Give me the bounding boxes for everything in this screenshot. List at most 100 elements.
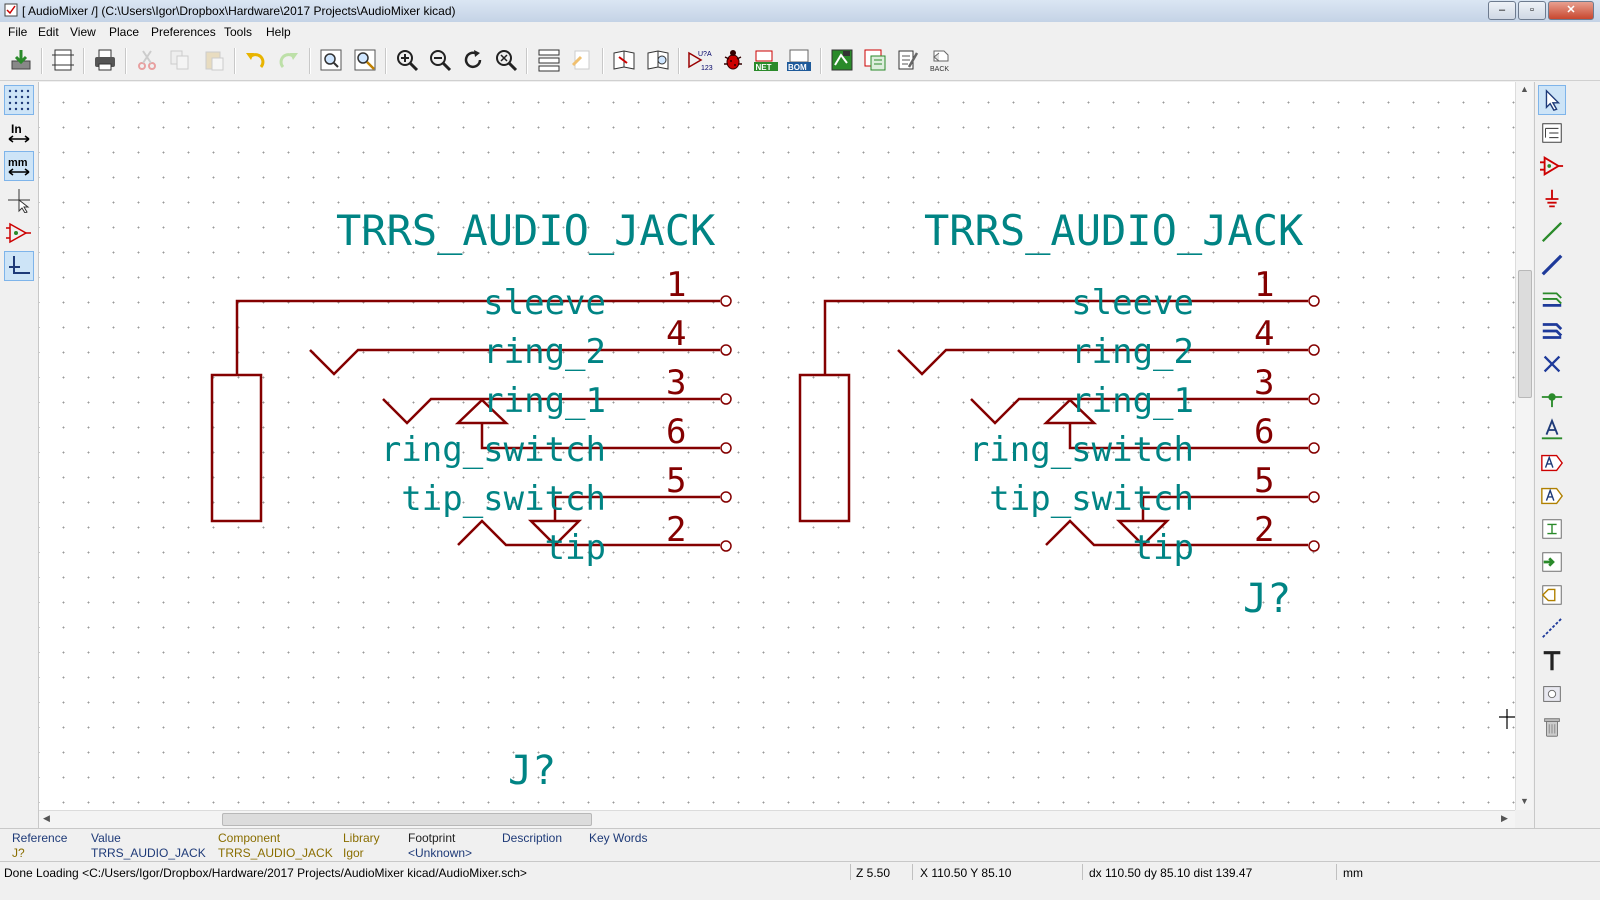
page-settings-icon[interactable] [49,46,77,74]
place-image-icon[interactable] [1538,679,1566,709]
pin-number: 6 [1254,412,1274,452]
place-junction-icon[interactable] [1538,382,1566,412]
place-hierarchical-label-icon[interactable] [1538,481,1566,511]
pin-name: sleeve [1071,283,1194,323]
add-sheet-pin-icon[interactable] [1538,580,1566,610]
pin-number: 4 [1254,314,1274,354]
menu-edit[interactable]: Edit [38,25,59,39]
menu-tools[interactable]: Tools [224,25,253,39]
hierarchy-navigate-icon[interactable] [1538,118,1566,148]
cvpcb-icon[interactable] [828,46,856,74]
status-zoom: Z 5.50 [856,866,891,880]
copy-icon[interactable] [166,46,194,74]
library-browser-icon[interactable] [644,46,672,74]
hidden-pins-icon[interactable] [4,218,34,248]
maximize-button[interactable]: ▫ [1518,1,1546,20]
units-mm-icon[interactable]: mm [4,151,34,181]
import-footprint-icon[interactable] [894,46,922,74]
paste-icon[interactable] [200,46,228,74]
place-component-icon[interactable] [1538,151,1566,181]
vertical-scrollbar[interactable]: ▲ ▼ [1515,82,1533,810]
leave-sheet-icon[interactable] [568,46,596,74]
msg-keywords: Key Words [589,831,648,845]
bottom-edge [0,881,1600,900]
bus-to-bus-entry-icon[interactable] [1538,316,1566,346]
place-hierarchical-sheet-icon[interactable] [1538,514,1566,544]
pin-name: ring_2 [483,332,606,372]
redraw-icon[interactable] [459,46,487,74]
find-replace-icon[interactable] [351,46,379,74]
place-graphic-line-icon[interactable] [1538,613,1566,643]
window-controls: – ▫ ✕ [1488,1,1594,20]
scroll-up-icon[interactable]: ▲ [1520,84,1529,94]
msg-footprint: Footprint <Unknown> [408,831,473,860]
component-value-label: TRRS_AUDIO_JACK [924,206,1304,255]
menu-place[interactable]: Place [109,25,140,39]
scroll-right-icon[interactable]: ▶ [1501,813,1508,823]
schematic-drawing: TRRS_AUDIO_JACK J? sleeve ring_2 [210,206,1515,794]
status-delta: dx 110.50 dy 85.10 dist 139.47 [1089,866,1253,880]
horizontal-scrollbar[interactable]: ◀ ▶ [39,810,1515,828]
no-connect-flag-icon[interactable] [1538,349,1566,379]
minimize-button[interactable]: – [1488,1,1516,20]
redo-icon[interactable] [275,46,303,74]
schematic-canvas[interactable]: TRRS_AUDIO_JACK J? sleeve ring_2 [39,82,1515,810]
menu-help[interactable]: Help [266,25,291,39]
pin-number: 4 [666,314,686,354]
pin-name: sleeve [483,283,606,323]
units-inch-icon[interactable]: In [4,118,34,148]
place-power-icon[interactable] [1538,184,1566,214]
place-text-icon[interactable] [1538,646,1566,676]
cut-icon[interactable] [133,46,161,74]
undo-icon[interactable] [241,46,269,74]
find-icon[interactable] [317,46,345,74]
zoom-in-icon[interactable] [393,46,421,74]
save-project-icon[interactable] [7,46,35,74]
import-sheet-pin-icon[interactable] [1538,547,1566,577]
place-bus-icon[interactable] [1538,250,1566,280]
netlist-icon[interactable]: NET [752,46,780,74]
horizontal-scroll-thumb[interactable] [222,813,592,826]
print-icon[interactable] [91,46,119,74]
back-annotate-icon[interactable]: BACK [927,46,955,74]
delete-item-icon[interactable] [1538,712,1566,742]
place-net-label-icon[interactable] [1538,415,1566,445]
scroll-down-icon[interactable]: ▼ [1520,796,1529,806]
erc-icon[interactable] [719,46,747,74]
pin-number: 1 [666,265,686,305]
select-arrow-icon[interactable] [1538,85,1566,115]
pin-name: ring_1 [483,381,606,421]
menu-view[interactable]: View [70,25,96,39]
pin-number: 3 [1254,363,1274,403]
component-j1[interactable]: TRRS_AUDIO_JACK J? sleeve ring_2 [210,206,732,794]
scroll-left-icon[interactable]: ◀ [43,813,50,823]
close-button[interactable]: ✕ [1548,1,1594,20]
pin-name: tip [545,528,606,568]
library-editor-icon[interactable] [610,46,638,74]
pin-name: ring_switch [381,430,606,470]
place-global-label-icon[interactable] [1538,448,1566,478]
cursor-crosshair [1499,709,1515,729]
bom-icon[interactable]: BOM [785,46,813,74]
svg-text:mm: mm [8,157,28,169]
menu-file[interactable]: File [8,25,28,39]
component-j2[interactable]: TRRS_AUDIO_JACK J? sleeve ring_2 [798,206,1320,622]
zoom-out-icon[interactable] [426,46,454,74]
message-panel: Reference J? Value TRRS_AUDIO_JACK Compo… [0,828,1600,861]
cursor-shape-icon[interactable] [4,185,34,215]
menu-preferences[interactable]: Preferences [151,25,216,39]
hierarchy-navigator-icon[interactable] [535,46,563,74]
vertical-scroll-thumb[interactable] [1518,270,1532,398]
wire-to-bus-entry-icon[interactable] [1538,283,1566,313]
wire-orientation-icon[interactable] [4,251,34,281]
pcbnew-icon[interactable] [861,46,889,74]
grid-toggle-icon[interactable] [4,85,34,115]
zoom-fit-icon[interactable] [492,46,520,74]
pin-name: ring_switch [969,430,1194,470]
pin-name: tip_switch [989,479,1194,519]
pin-name: tip [1133,528,1194,568]
msg-component: Component TRRS_AUDIO_JACK [218,831,333,860]
place-wire-icon[interactable] [1538,217,1566,247]
